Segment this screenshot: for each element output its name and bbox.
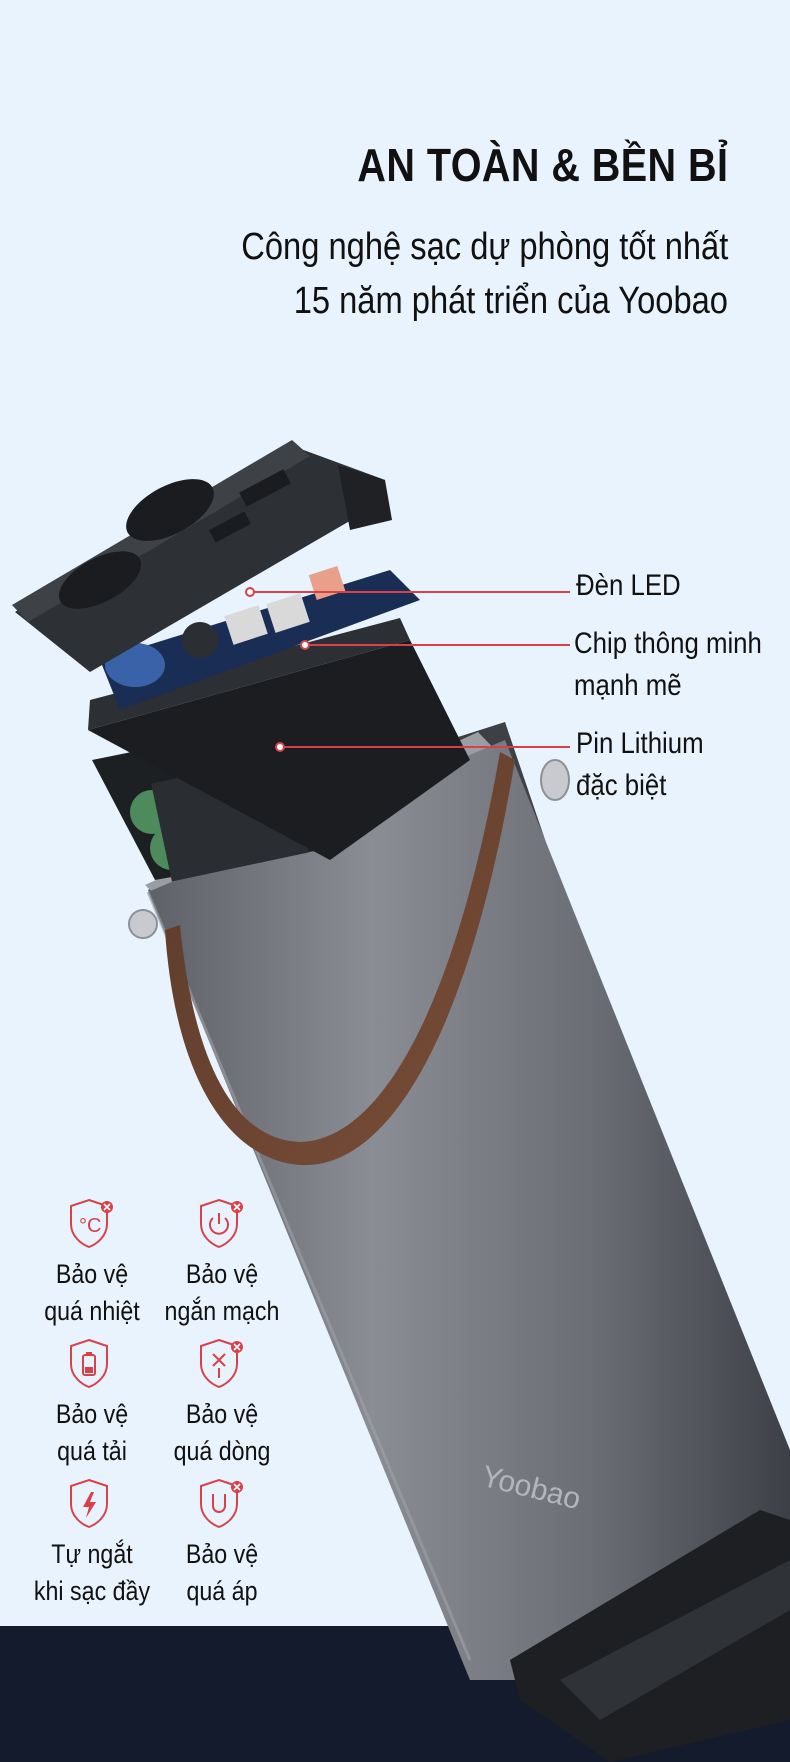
page-subtitle-line1: Công nghệ sạc dự phòng tốt nhất xyxy=(240,226,728,268)
battery-shield-icon xyxy=(67,1336,117,1390)
callout-led-label: Đèn LED xyxy=(576,569,681,602)
feature-overload: Bảo vệ quá tải xyxy=(22,1336,162,1470)
feature-label-line1: Bảo vệ xyxy=(185,1399,259,1429)
callout-dot-chip xyxy=(300,640,310,650)
feature-overcurrent: Bảo vệ quá dòng xyxy=(152,1336,292,1470)
callout-dot-led xyxy=(245,587,255,597)
feature-label-line2: quá áp xyxy=(186,1576,258,1606)
feature-short-circuit: Bảo vệ ngắn mạch xyxy=(152,1196,292,1330)
feature-label-line2: quá tải xyxy=(57,1436,127,1466)
feature-label-line2: quá dòng xyxy=(173,1436,271,1466)
svg-text:°C: °C xyxy=(79,1215,101,1237)
feature-auto-cutoff: Tự ngắt khi sạc đầy xyxy=(22,1476,162,1610)
callout-battery-label-line1: Pin Lithium xyxy=(576,727,704,760)
callout-chip-label-line1: Chip thông minh xyxy=(574,627,762,660)
thermometer-shield-icon: °C xyxy=(67,1196,117,1250)
callout-lines xyxy=(245,587,570,752)
feature-label-line1: Bảo vệ xyxy=(55,1259,129,1289)
feature-label-line2: ngắn mạch xyxy=(164,1296,280,1326)
page-subtitle-line2: 15 năm phát triển của Yoobao xyxy=(293,280,728,322)
callout-chip-label-line2: mạnh mẽ xyxy=(574,669,682,702)
top-cap xyxy=(12,440,392,672)
callout-dot-battery xyxy=(275,742,285,752)
page-title: AN TOÀN & BỀN BỈ xyxy=(357,139,728,191)
voltage-shield-icon xyxy=(197,1476,247,1530)
feature-overheat: °C Bảo vệ quá nhiệt xyxy=(22,1196,162,1330)
feature-label-line2: khi sạc đầy xyxy=(33,1576,151,1606)
strap xyxy=(128,752,570,1166)
feature-label-line2: quá nhiệt xyxy=(44,1296,140,1326)
current-shield-icon xyxy=(197,1336,247,1390)
feature-label-line1: Bảo vệ xyxy=(185,1539,259,1569)
power-shield-icon xyxy=(197,1196,247,1250)
bolt-shield-icon xyxy=(67,1476,117,1530)
feature-label-line1: Bảo vệ xyxy=(55,1399,129,1429)
feature-label-line1: Tự ngắt xyxy=(51,1539,133,1569)
feature-overvoltage: Bảo vệ quá áp xyxy=(152,1476,292,1610)
bottom-cap xyxy=(510,1510,790,1762)
feature-label-line1: Bảo vệ xyxy=(185,1259,259,1289)
callout-battery-label-line2: đặc biệt xyxy=(576,769,667,802)
